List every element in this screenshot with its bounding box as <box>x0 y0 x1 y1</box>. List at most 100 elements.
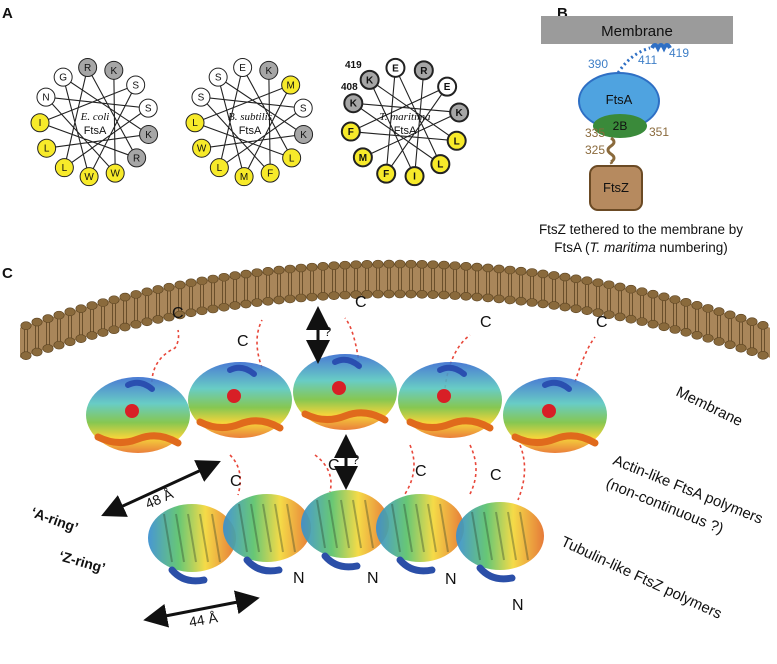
lipid-head-outer <box>86 301 98 310</box>
lipid-head-inner <box>449 291 461 300</box>
c-terminus-label: C <box>328 457 340 474</box>
ftsa-strand <box>542 379 572 392</box>
wheel-species: T. maritima <box>379 111 431 123</box>
lipid-head-inner <box>416 290 428 299</box>
residue-letter: K <box>366 75 374 86</box>
ftsz-beta-strand <box>352 499 362 549</box>
ftsz-polymer-row <box>148 490 544 585</box>
lipid-head-outer <box>207 274 219 284</box>
lipid-head-outer <box>361 260 373 269</box>
residue-num-419: 419 <box>669 46 689 60</box>
lipid-head-outer <box>53 310 65 320</box>
lipid-head-outer <box>669 295 681 304</box>
residue-letter: F <box>383 169 389 180</box>
panel-letter-c: C <box>2 265 13 282</box>
residue-num-335: 335 <box>585 126 605 140</box>
residue-num-325: 325 <box>585 143 605 157</box>
lipid-head-inner <box>460 291 472 301</box>
lipid-head-outer <box>636 287 648 296</box>
residue-circle <box>281 75 301 95</box>
ftsz-beta-strand <box>199 513 209 563</box>
lipid-head-inner <box>152 315 164 324</box>
lipid-head-inner <box>317 292 329 301</box>
residue-letter: I <box>413 172 416 183</box>
lipid-head-inner <box>713 337 725 346</box>
ftsz-beta-strand <box>274 503 284 553</box>
lipid-head-outer <box>625 284 637 294</box>
lipid-head-outer <box>108 295 120 305</box>
residue-circle <box>54 158 74 178</box>
lipid-head-inner <box>526 298 538 307</box>
lipid-head-inner <box>196 306 208 316</box>
lipid-head-outer <box>559 272 571 282</box>
ftsa-helix <box>94 432 182 447</box>
residue-circle <box>376 163 397 184</box>
lipid-head-inner <box>636 317 648 326</box>
ftsz-beta-strand <box>495 511 505 561</box>
residue-letter: K <box>350 99 358 110</box>
caption-post: numbering) <box>656 240 728 255</box>
lipid-head-outer <box>174 280 186 290</box>
n-terminus-label: N <box>367 570 379 587</box>
lipid-head-outer <box>713 307 725 316</box>
ftsa-subunit <box>86 377 190 453</box>
ftsz-subunit-body <box>456 502 544 570</box>
a-ring-label: ‘A-ring’ <box>29 504 81 536</box>
lipid-head-inner <box>295 293 307 303</box>
lipid-head-outer <box>42 314 54 323</box>
membrane-helix <box>650 43 672 53</box>
ftsz-box-label: FtsZ <box>603 180 629 195</box>
c-terminus-label: C <box>415 463 427 480</box>
tether-line <box>444 334 471 389</box>
lipid-head-outer <box>757 321 769 330</box>
lipid-head-outer <box>295 263 307 273</box>
lipid-head-inner <box>614 312 626 322</box>
lipid-head-outer <box>691 301 703 310</box>
lipid-head-outer <box>372 259 384 269</box>
c-terminus-label: C <box>480 314 492 331</box>
tether-line <box>229 454 241 496</box>
ftsz-beta-strand <box>519 511 529 561</box>
residue-letter: L <box>192 118 198 129</box>
wheel-protein: FtsA <box>394 125 417 137</box>
lipid-head-inner <box>559 302 571 312</box>
tether-line <box>404 444 415 495</box>
residue-circle <box>105 163 125 183</box>
lipid-head-inner <box>581 306 593 315</box>
ftsz-subunit-body <box>223 494 311 562</box>
lipid-head-outer <box>735 313 747 323</box>
ftsz-beta-strand <box>250 503 260 553</box>
caption-pre: FtsA ( <box>554 240 590 255</box>
lipid-head-outer <box>339 260 351 270</box>
ftsz-subunit <box>148 504 236 585</box>
tether-line <box>151 329 180 389</box>
residue-circle <box>36 87 56 107</box>
ftsa-blob-label: FtsA <box>606 92 633 107</box>
lipid-head-inner <box>306 292 318 302</box>
ftsz-n-helix <box>243 556 283 575</box>
lipid-head-inner <box>86 331 98 340</box>
residue-letter: K <box>265 66 272 77</box>
ftsz-subunit-body <box>301 490 389 558</box>
residue-circle <box>293 98 313 118</box>
residue-circle <box>404 166 425 187</box>
residue-circle <box>191 87 211 107</box>
ftsz-beta-strand <box>415 503 425 553</box>
tubulin-label: Tubulin-like FtsZ polymers <box>558 533 724 623</box>
ftsa-helix <box>301 409 389 424</box>
lipid-head-inner <box>350 290 362 299</box>
lipid-head-outer <box>152 285 164 294</box>
ftsa-helix <box>196 417 284 432</box>
lipid-head-inner <box>702 334 714 343</box>
lipid-head-outer <box>724 310 736 320</box>
residue-num-390: 390 <box>588 57 608 71</box>
residue-letter: R <box>420 66 428 77</box>
residue-letter: S <box>300 104 307 115</box>
residue-number-label: 419 <box>345 60 362 71</box>
lipid-head-inner <box>108 325 120 335</box>
residue-circle <box>352 147 373 168</box>
residue-circle <box>53 67 73 87</box>
residue-circle <box>126 75 146 95</box>
residue-letter: M <box>240 172 248 183</box>
